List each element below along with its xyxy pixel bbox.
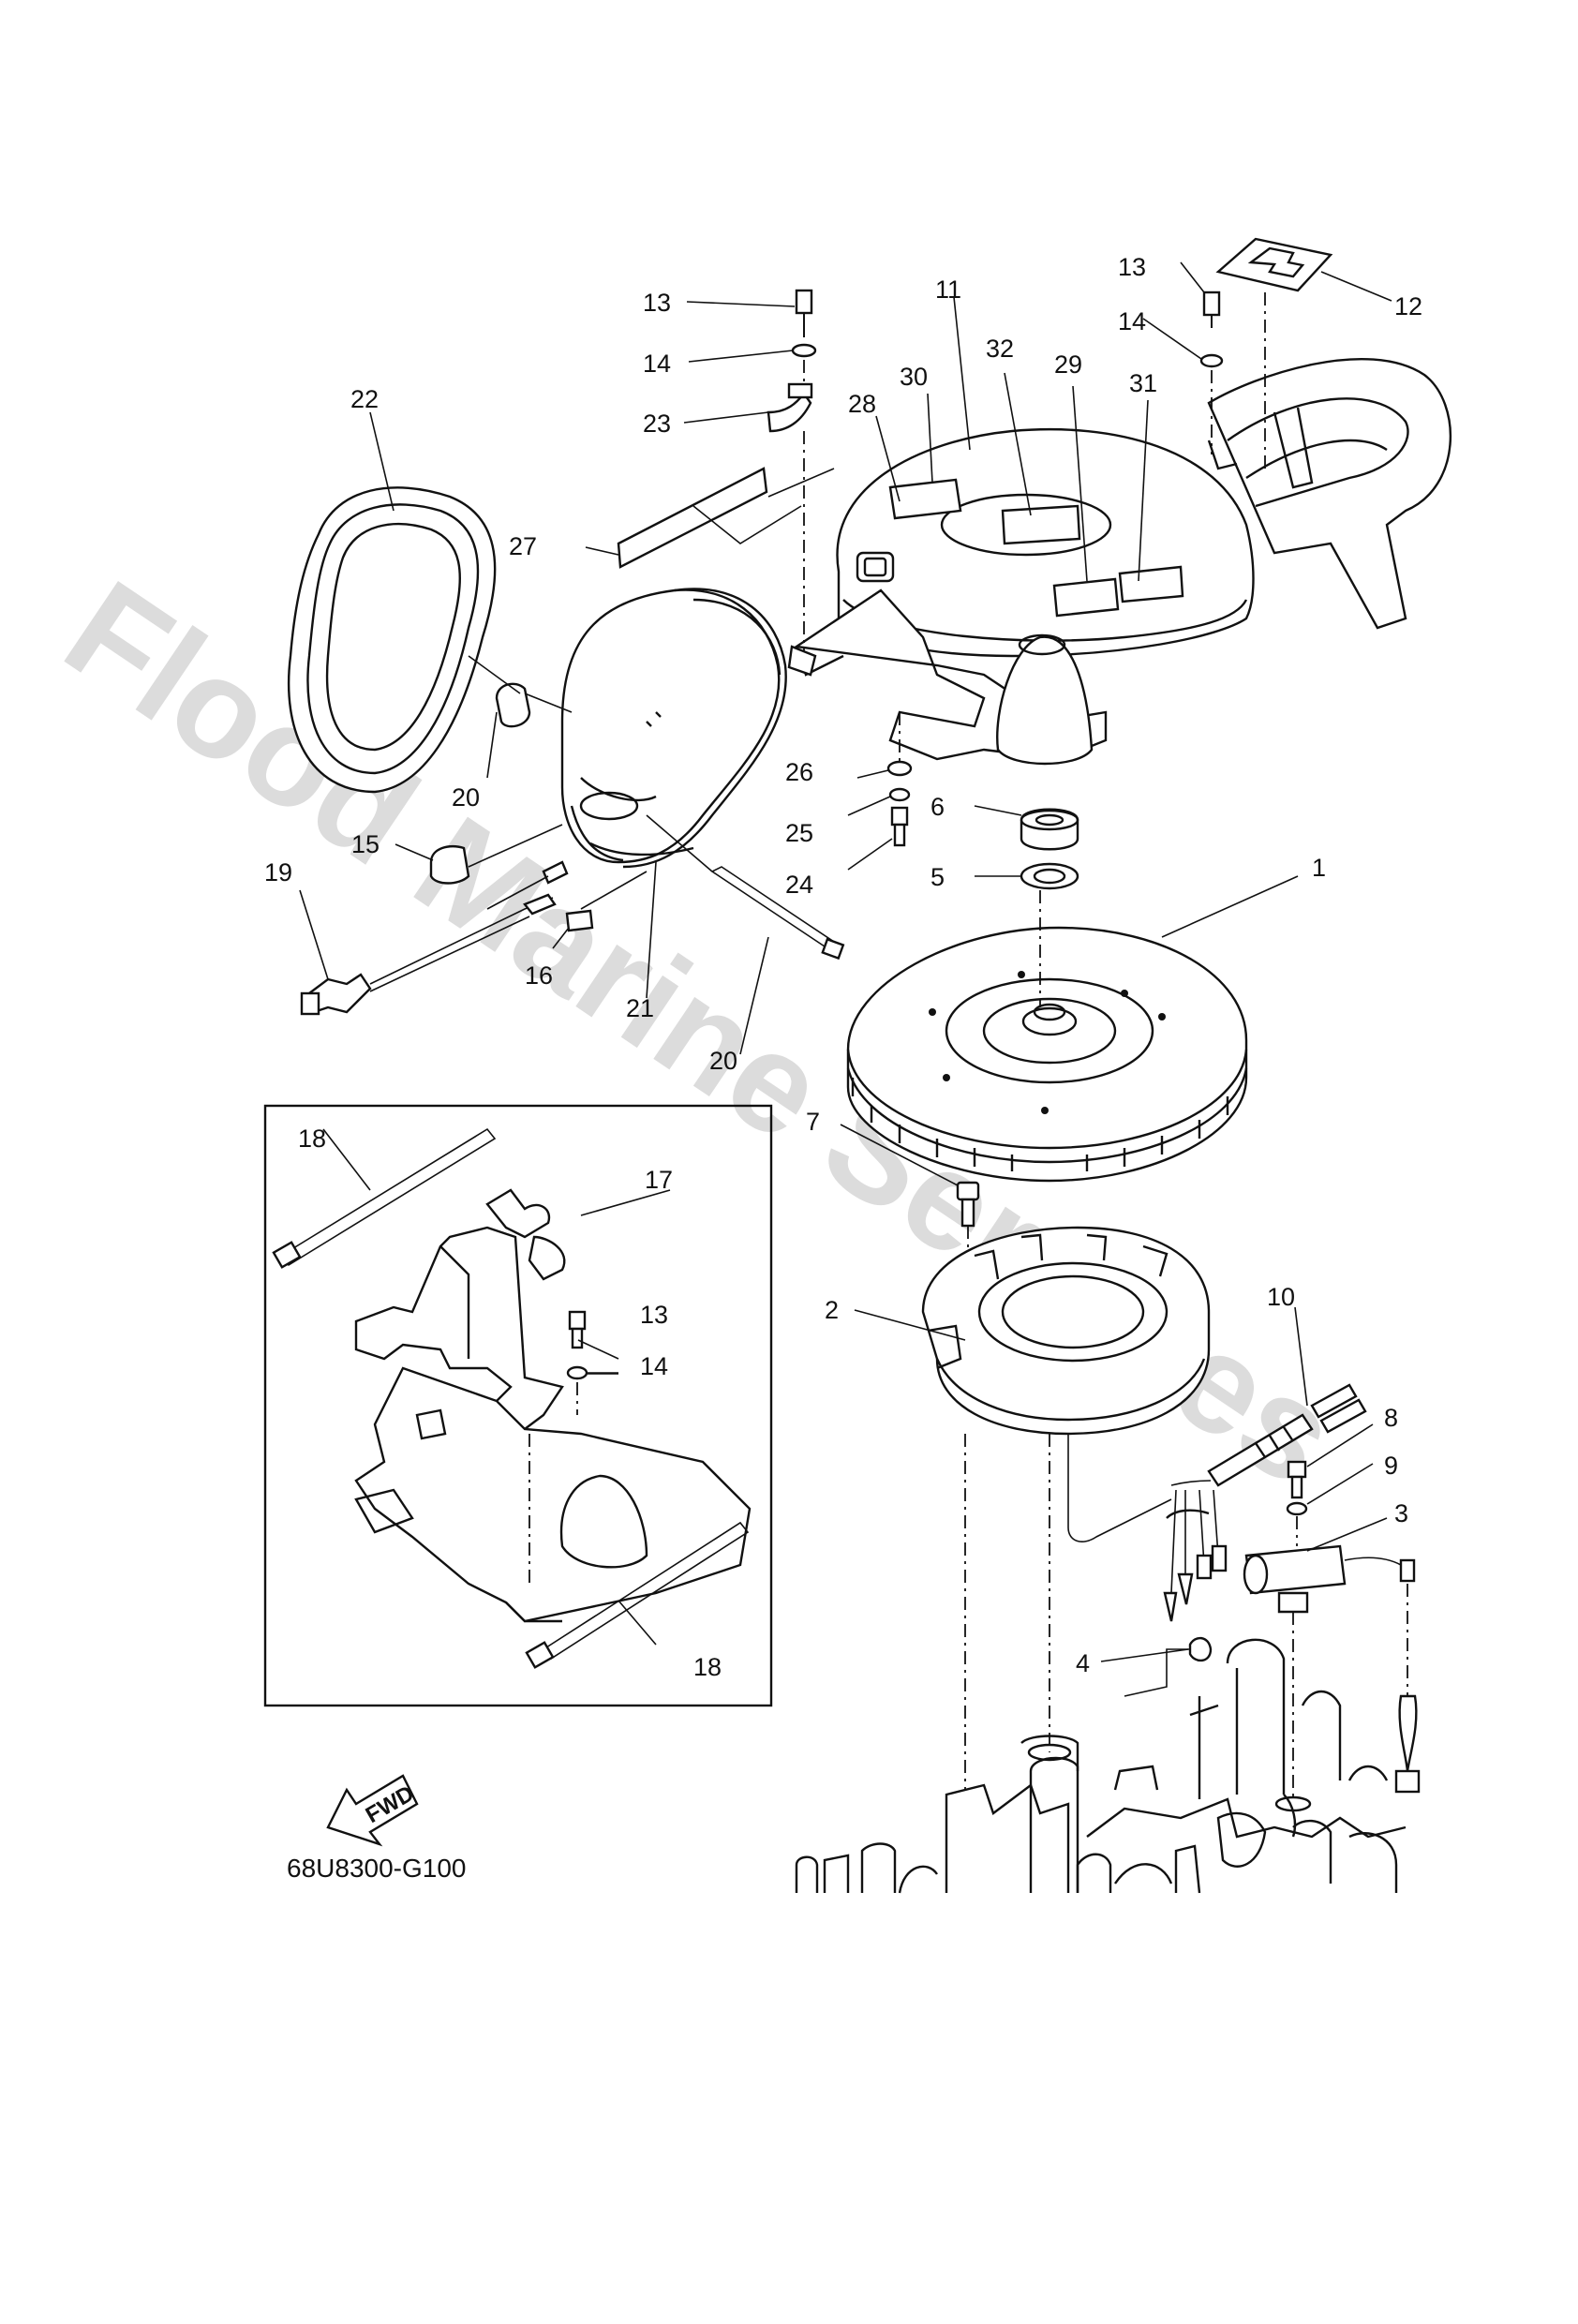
inset-box (263, 1104, 773, 1707)
washer-9 (1286, 1501, 1308, 1546)
callout-23: 23 (643, 410, 671, 438)
callout-1: 1 (1312, 854, 1326, 882)
callout-27: 27 (509, 532, 537, 560)
callout-16: 16 (525, 961, 553, 990)
intake-silencer-21 (560, 588, 787, 869)
leader-lines (299, 261, 1392, 1662)
washer-25 (888, 787, 911, 802)
stator-2 (921, 1226, 1211, 1790)
callout-13-left: 13 (643, 289, 671, 317)
label-16 (565, 871, 648, 932)
callout-18-bottom: 18 (693, 1653, 722, 1681)
callout-13-inset: 13 (640, 1301, 668, 1329)
hose-19 (300, 860, 569, 1016)
washer-5 (1020, 862, 1079, 890)
grommet-20-upper (468, 655, 573, 728)
callout-20-lower: 20 (709, 1047, 737, 1075)
nut-6 (1020, 808, 1079, 851)
engine-block (795, 1638, 1407, 1894)
callout-2: 2 (825, 1296, 839, 1324)
tie-20-lower (646, 814, 845, 961)
flywheel-cover (793, 357, 1452, 766)
washer-26 (886, 712, 913, 777)
callout-labels: 1 2 3 4 5 6 7 8 9 10 11 12 13 13 13 14 1… (264, 253, 1422, 1681)
callout-21: 21 (626, 994, 654, 1022)
bolt-13-left (767, 289, 817, 677)
callout-29: 29 (1054, 350, 1082, 379)
bolt-13-right (1199, 237, 1333, 469)
bolt-24 (890, 806, 909, 847)
callout-28: 28 (848, 390, 876, 418)
callout-3: 3 (1394, 1499, 1408, 1527)
callout-14-right: 14 (1118, 307, 1146, 335)
bolt-8 (1287, 1460, 1307, 1499)
callout-7: 7 (806, 1108, 820, 1136)
callout-19: 19 (264, 858, 292, 886)
callout-14-left: 14 (643, 350, 671, 378)
callout-12: 12 (1394, 292, 1422, 320)
callout-6: 6 (930, 793, 945, 821)
callout-11: 11 (935, 276, 961, 304)
drawing-code: 68U8300-G100 (287, 1854, 466, 1883)
seal-22 (287, 486, 497, 794)
callout-32: 32 (986, 335, 1014, 363)
callout-20-upper: 20 (452, 783, 480, 812)
harness-10 (1163, 1383, 1367, 1622)
callout-25: 25 (785, 819, 813, 847)
callout-18-top: 18 (298, 1125, 326, 1153)
callout-30: 30 (900, 363, 928, 391)
clip-4 (1124, 1636, 1213, 1697)
sticker-27 (617, 467, 835, 569)
callout-13-right: 13 (1118, 253, 1146, 281)
callout-22: 22 (350, 385, 379, 413)
pulser-coil-3 (1243, 1544, 1421, 1799)
fwd-arrow-icon: FWD (326, 1774, 419, 1847)
callout-15: 15 (351, 830, 380, 858)
callout-10: 10 (1267, 1283, 1295, 1311)
callout-31: 31 (1129, 369, 1157, 397)
callout-14-inset: 14 (640, 1352, 668, 1380)
callout-17: 17 (645, 1166, 673, 1194)
callout-24: 24 (785, 871, 813, 899)
callout-5: 5 (930, 863, 945, 891)
callout-4: 4 (1076, 1649, 1090, 1677)
callout-9: 9 (1384, 1452, 1398, 1480)
callout-8: 8 (1384, 1404, 1398, 1432)
callout-26: 26 (785, 758, 813, 786)
flywheel-1 (846, 890, 1248, 1183)
plug-15 (429, 824, 563, 885)
